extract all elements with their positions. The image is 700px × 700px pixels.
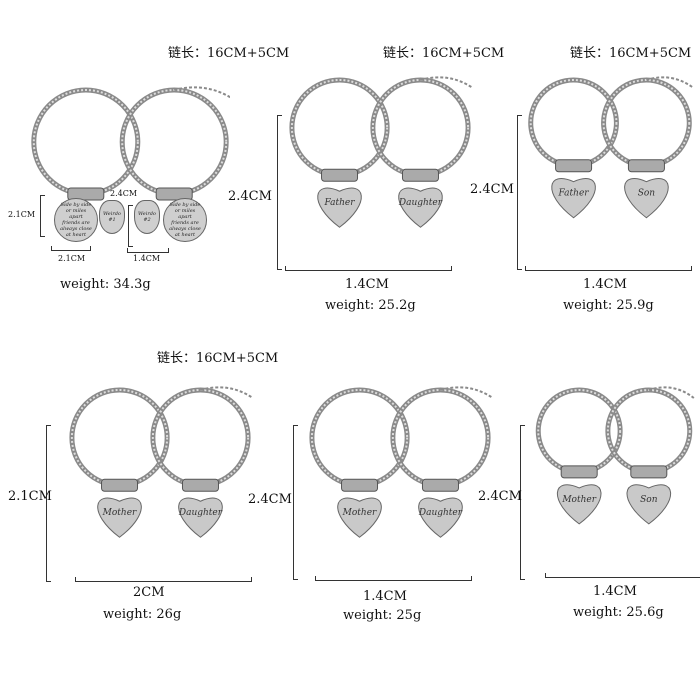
charm-beads — [555, 159, 593, 173]
chain-length-label: 链长：16CM+5CM — [383, 46, 505, 61]
extension-chain — [420, 76, 474, 89]
width-bracket — [315, 576, 472, 581]
weight-label: weight: 34.3g — [60, 277, 151, 292]
pendant: Mother — [337, 497, 382, 538]
pendant: Father — [551, 178, 596, 219]
weight-label: weight: 25.9g — [563, 298, 654, 313]
pendant-text: Father — [324, 198, 356, 208]
charm-beads — [101, 478, 139, 492]
charm-beads — [321, 168, 359, 182]
pendant-text: Mother — [102, 508, 137, 518]
pendant: Son — [624, 178, 669, 219]
pendant-text: Weirdo #1 — [99, 200, 125, 234]
extension-chain — [440, 386, 494, 399]
width-label: 1.4CM — [345, 277, 389, 292]
width-bracket — [127, 248, 169, 253]
chain-length-label: 链长：16CM+5CM — [570, 46, 692, 61]
width-label: 1.4CM — [593, 584, 637, 599]
pendant: Mother — [97, 497, 142, 538]
height-bracket — [293, 425, 298, 580]
pendant-text: Daughter — [178, 508, 223, 518]
weight-label: weight: 25g — [343, 608, 422, 623]
height-label: 2.1CM — [8, 489, 52, 504]
pendant: Mother — [556, 484, 602, 525]
height-label: 2.4CM — [110, 189, 138, 198]
extension-chain — [173, 86, 230, 99]
weight-label: weight: 25.2g — [325, 298, 416, 313]
weight-label: weight: 26g — [103, 607, 182, 622]
width-bracket — [75, 577, 252, 582]
pendant: Daughter — [178, 497, 223, 538]
height-bracket — [128, 205, 133, 247]
pendant-text: Mother — [561, 495, 596, 505]
bracelet — [535, 387, 623, 479]
charm-beads — [560, 465, 598, 479]
bracelet-pair-father-son: Father Son — [528, 76, 695, 219]
width-label: 2.1CM — [58, 254, 86, 263]
chain-length-label: 链长：16CM+5CM — [168, 46, 290, 61]
width-bracket — [545, 573, 700, 578]
charm-beads — [181, 478, 219, 492]
width-label: 1.4CM — [133, 254, 161, 263]
height-label: 2.4CM — [248, 492, 292, 507]
extension-chain — [646, 76, 695, 89]
pendant-text: Mother — [342, 508, 377, 518]
height-label: 2.4CM — [478, 489, 522, 504]
charm-beads — [341, 478, 379, 492]
width-bracket — [525, 266, 692, 271]
pendant-text: Daughter — [398, 198, 443, 208]
weight-label: weight: 25.6g — [573, 605, 664, 620]
bracelet-pair-mother-son: Mother Son — [535, 386, 695, 525]
pendant-text: Side by side or miles apart friends are … — [54, 198, 98, 242]
pendant: Daughter — [398, 187, 443, 228]
charm-beads — [401, 168, 439, 182]
pendant: Father — [317, 187, 362, 228]
height-bracket — [517, 115, 522, 270]
height-bracket — [46, 425, 51, 582]
height-label: 2.4CM — [470, 182, 514, 197]
bracelet-pair-father-daughter: Father Daughter — [289, 76, 474, 228]
bracelet — [289, 77, 390, 182]
bracelet-pair-mother-daughter: Mother Daughter — [69, 386, 254, 538]
charm-beads — [627, 159, 665, 173]
width-label: 1.4CM — [583, 277, 627, 292]
pendant-text: Father — [558, 189, 590, 199]
height-label: 2.4CM — [228, 189, 272, 204]
height-bracket — [277, 115, 282, 270]
charm-beads — [630, 465, 668, 479]
pendant: Daughter — [418, 497, 463, 538]
bracelet-pair-mother-daughter-heart: Mother Daughter — [309, 386, 494, 538]
height-label: 2.1CM — [8, 210, 36, 219]
bracelet — [69, 387, 170, 492]
pendant-text: Daughter — [418, 508, 463, 518]
pendant-text: Son — [638, 189, 656, 199]
height-bracket — [40, 195, 45, 237]
width-label: 1.4CM — [363, 589, 407, 604]
bracelet — [309, 387, 410, 492]
pendant-text: Son — [640, 495, 658, 505]
width-bracket — [285, 266, 452, 271]
pendant-text: Side by side or miles apart friends are … — [163, 198, 207, 242]
height-bracket — [520, 425, 525, 580]
extension-chain — [200, 386, 254, 399]
width-label: 2CM — [133, 585, 165, 600]
bracelet — [528, 77, 619, 173]
pendant-text: Weirdo #2 — [134, 200, 160, 234]
bracelet — [605, 387, 693, 479]
width-bracket — [51, 246, 91, 251]
charm-beads — [421, 478, 459, 492]
pendant: Son — [626, 484, 672, 525]
chain-length-label: 链长：16CM+5CM — [157, 351, 279, 366]
